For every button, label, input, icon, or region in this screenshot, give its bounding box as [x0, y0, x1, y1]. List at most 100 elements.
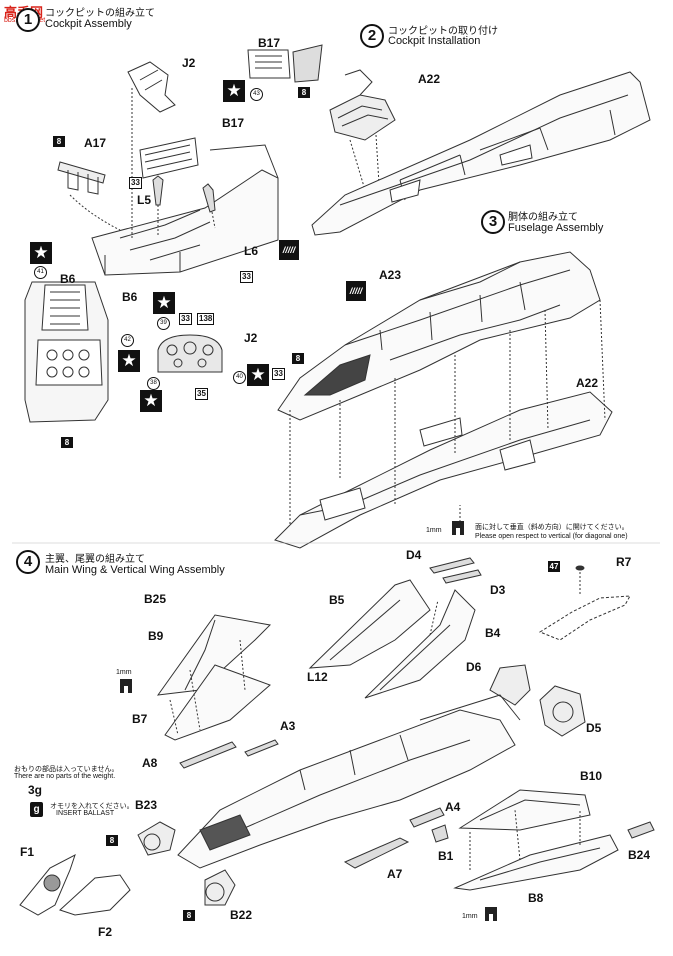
- decal-number-41: 41: [34, 266, 47, 279]
- paint-code-33: 33: [179, 313, 192, 325]
- step-4-number: 4: [16, 550, 40, 574]
- part-label-a7: A7: [387, 867, 403, 881]
- fuselage-half-a22-bottom: [274, 391, 613, 549]
- part-label-b17-top: B17: [258, 36, 281, 50]
- part-label-b23: B23: [135, 798, 158, 812]
- star-icon: ★: [30, 242, 52, 264]
- step-2-number: 2: [360, 24, 384, 48]
- part-label-b6-b: B6: [122, 290, 138, 304]
- part-label-b25: B25: [144, 592, 167, 606]
- part-label-b24: B24: [628, 848, 651, 862]
- ballast-note-en: INSERT BALLAST: [56, 810, 115, 817]
- part-label-l12: L12: [307, 670, 328, 684]
- step-1-title-ja: コックピットの組み立て: [45, 8, 155, 19]
- drill-size-label: 1mm: [462, 913, 478, 920]
- b24-piece: [627, 821, 655, 839]
- intake-b23-b22: [137, 821, 236, 906]
- antenna-d4-d3: [429, 557, 482, 584]
- seat-j2: [127, 61, 176, 240]
- instrument-panel-b6: [24, 281, 109, 423]
- paint-code-8: 8: [292, 353, 304, 364]
- part-label-b8: B8: [528, 891, 544, 905]
- part-label-a22-a: A22: [418, 72, 441, 86]
- step-4-title-en: Main Wing & Vertical Wing Assembly: [45, 564, 225, 576]
- star-icon: ★: [153, 292, 175, 314]
- weight-amount: 3g: [28, 783, 43, 797]
- decal-number-40: 40: [233, 371, 246, 384]
- part-label-j2-top: J2: [182, 56, 196, 70]
- step-3-title-ja: 胴体の組み立て: [508, 212, 578, 223]
- decal-number-47: 47: [548, 561, 560, 572]
- weight-icon: g: [30, 802, 43, 817]
- decal-number-38: 38: [147, 377, 160, 390]
- vertical-tail-b4: [364, 589, 476, 699]
- weight-note-ja: おもりの部品は入っていません。: [14, 765, 119, 773]
- part-label-d6: D6: [466, 660, 482, 674]
- part-label-b6-a: B6: [60, 272, 76, 286]
- part-label-l6: L6: [244, 244, 259, 258]
- drill-size-label: 1mm: [426, 527, 442, 534]
- part-label-d3: D3: [490, 583, 506, 597]
- fuselage-alignment-lines: [289, 299, 606, 525]
- step-4-title-ja: 主翼、尾翼の組み立て: [45, 554, 145, 565]
- paint-code-8: 8: [61, 437, 73, 448]
- throttle-l6: [202, 183, 216, 229]
- cement-glue-icon: /////: [279, 240, 299, 260]
- part-label-a4: A4: [445, 800, 461, 814]
- drill-instruction-en: Please open respect to vertical (for dia…: [475, 533, 628, 540]
- pitot-a4-b1: [409, 807, 449, 843]
- part-label-r7: R7: [616, 555, 632, 569]
- paint-code-8: 8: [53, 136, 65, 147]
- step-2-title-en: Cockpit Installation: [388, 35, 481, 47]
- instrument-panel-j2: [157, 334, 223, 373]
- part-label-b22: B22: [230, 908, 253, 922]
- horizontal-stabilizer-b7: [164, 639, 271, 741]
- part-label-b10: B10: [580, 769, 603, 783]
- decal-sheet-b17-top: [247, 44, 323, 83]
- step-1-title-en: Cockpit Assembly: [45, 18, 132, 30]
- step-1-number: 1: [16, 8, 40, 32]
- step-2-title-ja: コックピットの取り付け: [388, 26, 498, 37]
- fuselage-half-a22-top: [311, 71, 651, 236]
- part-label-b1: B1: [438, 849, 454, 863]
- step-3-number: 3: [481, 210, 505, 234]
- drill-size-label: 1mm: [116, 669, 132, 676]
- part-label-d4: D4: [406, 548, 422, 562]
- part-label-f1: F1: [20, 845, 35, 859]
- nose-cone-f1-f2: [19, 853, 131, 916]
- paint-code-8: 8: [298, 87, 310, 98]
- pylon-a8-a3: [179, 739, 279, 769]
- part-label-a23: A23: [379, 268, 402, 282]
- fuel-tank-a7: [343, 837, 410, 869]
- drill-hole-icon: [120, 679, 132, 693]
- paint-code-8: 8: [183, 910, 195, 921]
- wing-b10: [458, 789, 591, 831]
- fuselage-half-a23: [277, 251, 601, 421]
- main-fuselage-wing: [177, 694, 521, 869]
- part-label-b9: B9: [148, 629, 164, 643]
- decal-number-43: 43: [250, 88, 263, 101]
- cockpit-tub: [91, 137, 279, 276]
- star-icon: ★: [118, 350, 140, 372]
- part-label-l5: L5: [137, 193, 152, 207]
- drill-hole-icon: [485, 907, 497, 921]
- part-label-f2: F2: [98, 925, 113, 939]
- drill-instruction-ja: 面に対して垂直（斜め方向）に開けてください。: [475, 523, 629, 531]
- star-icon: ★: [140, 390, 162, 412]
- part-label-a22-b: A22: [576, 376, 599, 390]
- part-label-b17-mid: B17: [222, 116, 245, 130]
- part-label-b7: B7: [132, 712, 148, 726]
- paint-code-8: 8: [106, 835, 118, 846]
- star-icon: ★: [223, 80, 245, 102]
- vertical-tail-b5: [308, 579, 431, 669]
- paint-code-33: 33: [129, 177, 142, 189]
- part-label-a3: A3: [280, 719, 296, 733]
- wing-b8: [453, 809, 619, 891]
- drill-hole-icon: [452, 521, 464, 535]
- star-icon: ★: [247, 364, 269, 386]
- part-label-a17: A17: [84, 136, 107, 150]
- decal-number-39: 39: [157, 317, 170, 330]
- part-label-d5: D5: [586, 721, 602, 735]
- part-label-a8: A8: [142, 756, 158, 770]
